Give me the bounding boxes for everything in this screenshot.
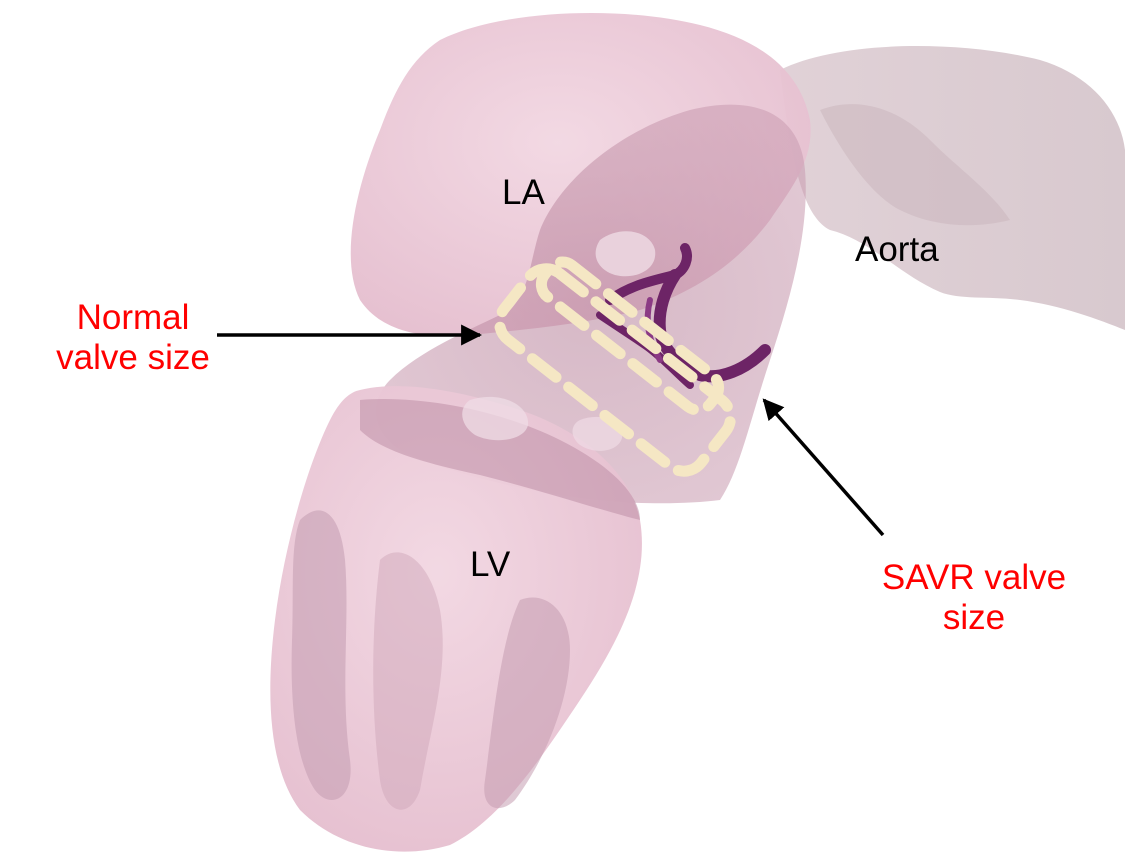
label-normal-valve-size: Normal valve size [22, 298, 244, 378]
label-savr-valve-line2: size [832, 598, 1116, 638]
label-normal-valve-line2: valve size [22, 338, 244, 378]
label-normal-valve-line1: Normal [22, 298, 244, 338]
label-aorta: Aorta [855, 230, 939, 270]
label-savr-valve-line1: SAVR valve [832, 558, 1116, 598]
savr-valve-arrow [764, 400, 883, 535]
la-blotch-1 [596, 231, 656, 276]
label-savr-valve-size: SAVR valve size [832, 558, 1116, 638]
label-left-atrium: LA [502, 173, 545, 213]
label-left-ventricle: LV [470, 545, 510, 585]
